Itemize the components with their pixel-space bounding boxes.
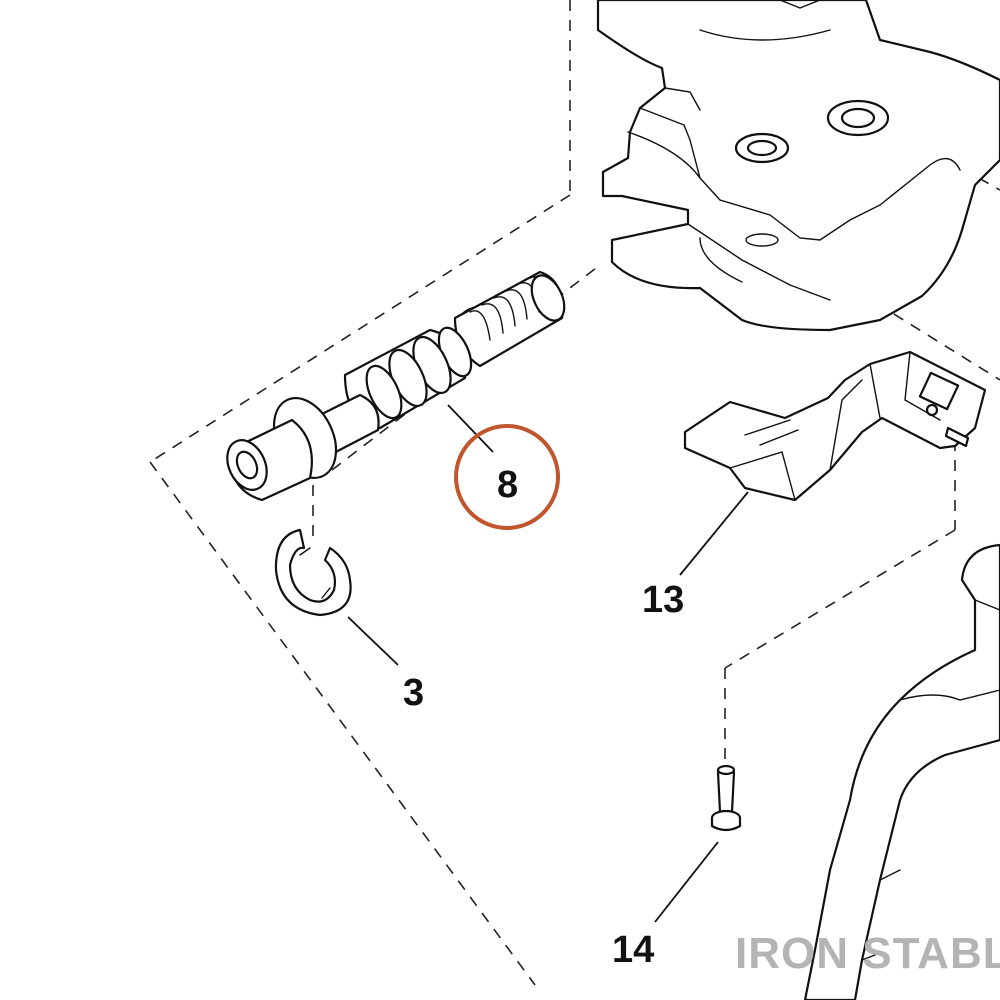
- callout-8: 8: [497, 464, 518, 506]
- screw: [710, 764, 742, 832]
- circlip: [274, 528, 352, 617]
- watermark: IRON STABLE: [735, 929, 1000, 978]
- callout-8-highlight-ring: [454, 424, 560, 530]
- callout-14: 14: [612, 929, 654, 971]
- piston-spring: [453, 270, 566, 368]
- callout-3: 3: [403, 672, 424, 714]
- master-cylinder-housing: [596, 0, 1000, 332]
- brake-light-switch: [683, 350, 987, 502]
- piston-assembly: [226, 270, 566, 502]
- leader-lines: [347, 404, 749, 923]
- callout-13: 13: [642, 579, 684, 621]
- brake-lever: [803, 543, 1000, 1000]
